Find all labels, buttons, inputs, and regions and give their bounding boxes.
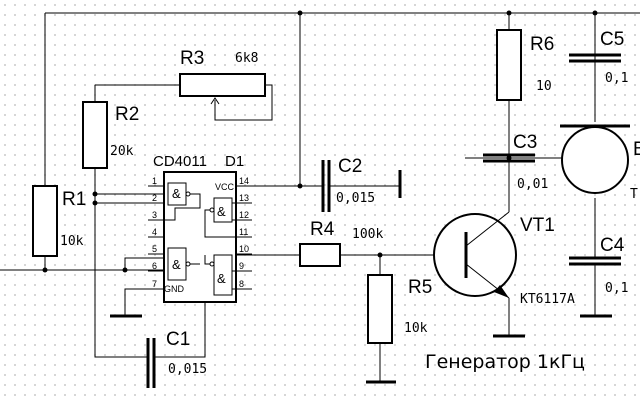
r3-value: 6k8 [235, 51, 258, 66]
r1-value: 10k [60, 234, 84, 249]
capacitor-c4: C4 0,1 [569, 235, 628, 296]
b1-ref: B [633, 139, 640, 160]
resistor-r6: R6 10 [496, 29, 554, 101]
c3-ref: C3 [513, 132, 537, 153]
c3-value: 0,01 [517, 177, 548, 192]
ic-pins: 1 2 3 4 5 6 7 14 13 12 11 10 9 8 [148, 176, 252, 290]
c2-value: 0,015 [336, 191, 375, 206]
resistor-r4: R4 100k [299, 219, 383, 267]
r2-value: 20k [110, 144, 134, 159]
r4-value: 100k [352, 227, 383, 242]
gate2-symbol: & [217, 204, 226, 219]
potentiometer-r3: R3 6k8 [179, 48, 266, 120]
circuit-title: Генератор 1кГц [425, 351, 585, 373]
pin-2: 2 [152, 193, 157, 203]
capacitor-c5: C5 0,1 [569, 29, 628, 86]
pin-6: 6 [152, 261, 157, 271]
r6-value: 10 [536, 79, 552, 94]
nand-gates: & & & & [164, 182, 236, 296]
ground-symbols [110, 314, 612, 384]
gate4-symbol: & [217, 271, 226, 286]
resistor-r1: R1 10k [32, 185, 86, 257]
r4-ref: R4 [310, 219, 335, 240]
pin-12: 12 [239, 210, 249, 220]
ic-ref-label: D1 [225, 153, 244, 170]
r3-ref: R3 [180, 48, 204, 69]
transistor-vt1: VT1 KT6117A [433, 211, 575, 307]
speaker-b1: B T [560, 124, 640, 202]
pin-8: 8 [239, 279, 244, 289]
pin-3: 3 [152, 210, 157, 220]
ic-part-label: CD4011 [153, 153, 207, 170]
c5-value: 0,1 [605, 71, 628, 86]
ic-vcc-label: VCC [215, 182, 235, 192]
capacitor-c2: C2 0,015 [321, 156, 402, 212]
pin-13: 13 [239, 193, 249, 203]
r5-value: 10k [404, 321, 428, 336]
gate1-symbol: & [172, 186, 181, 201]
c1-ref: C1 [166, 329, 190, 350]
c2-ref: C2 [338, 156, 362, 177]
resistor-r5: R5 10k [367, 274, 432, 344]
vt1-part: KT6117A [520, 292, 575, 307]
pin-1: 1 [152, 176, 157, 186]
r2-ref: R2 [115, 104, 139, 125]
r1-ref: R1 [62, 189, 86, 210]
capacitor-c3: C3 0,01 [483, 132, 548, 192]
c1-value: 0,015 [168, 362, 207, 377]
pin-5: 5 [152, 244, 157, 254]
pin-10: 10 [239, 244, 249, 254]
pin-14: 14 [239, 176, 249, 186]
ic-cd4011: CD4011 D1 VCC GND 1 2 3 4 5 6 7 14 13 12… [148, 153, 252, 303]
pin-7: 7 [152, 279, 157, 289]
r5-ref: R5 [408, 277, 432, 298]
c4-value: 0,1 [605, 281, 628, 296]
capacitor-c1: C1 0,015 [146, 329, 207, 388]
resistor-r2: R2 20k [82, 101, 139, 169]
pin-4: 4 [152, 227, 157, 237]
ic-gnd-label: GND [164, 284, 185, 294]
b1-value: T [630, 187, 638, 202]
vt1-ref: VT1 [520, 215, 555, 236]
r6-ref: R6 [530, 34, 554, 55]
gate3-symbol: & [172, 257, 181, 272]
pin-9: 9 [239, 261, 244, 271]
c5-ref: C5 [600, 29, 624, 50]
c4-ref: C4 [600, 235, 625, 256]
wires [0, 12, 640, 382]
pin-11: 11 [239, 227, 248, 237]
